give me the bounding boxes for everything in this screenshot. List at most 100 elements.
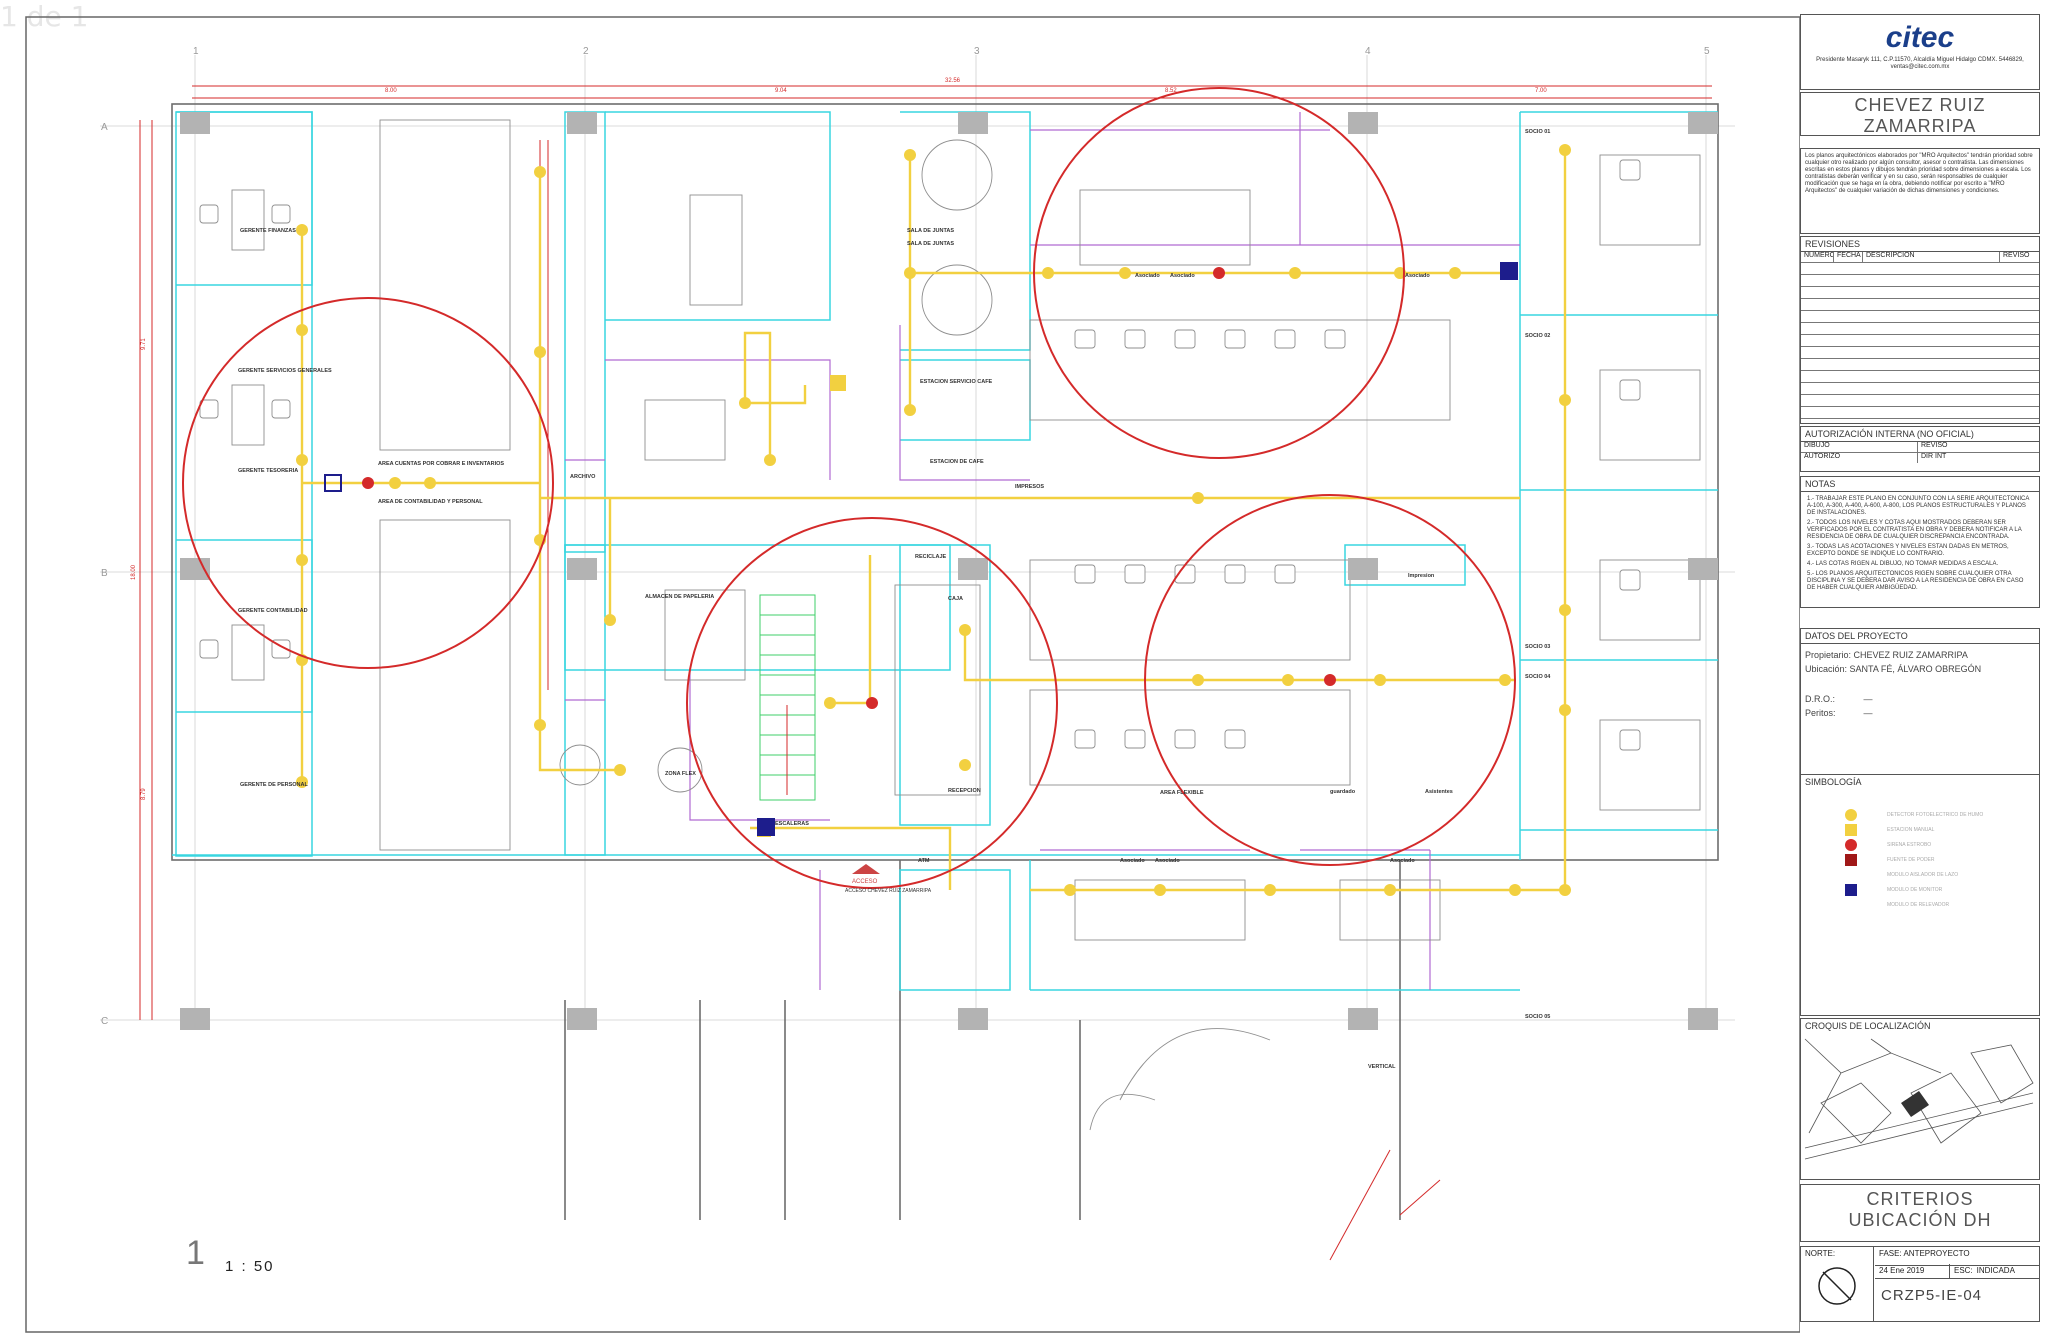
room-label: Impresion [1408, 573, 1435, 579]
axis-left-label: B [101, 568, 108, 579]
axis-top-label: 1 [193, 46, 199, 57]
access-marker: ACCESO ACCESO CHEVEZ RUIZ ZAMARRIPA [845, 864, 932, 894]
autorizacion-row: AUTORIZO DIR INT [1801, 453, 2039, 463]
ubicacion-label: Ubicación: [1805, 664, 1848, 674]
client-name-1: CHEVEZ RUIZ [1854, 95, 1986, 115]
legend-label: MODULO DE MONITOR [1887, 886, 1943, 893]
notas-list: 1.- TRABAJAR ESTE PLANO EN CONJUNTO CON … [1801, 492, 2039, 596]
croquis-title: CROQUIS DE LOCALIZACIÓN [1805, 1021, 1931, 1031]
esc-label: ESC: [1954, 1266, 1973, 1275]
room-label: GERENTE CONTABILIDAD [238, 608, 308, 614]
room-label: guardado [1330, 789, 1356, 795]
propietario-line: Propietario: CHEVEZ RUIZ ZAMARRIPA [1801, 644, 2039, 662]
revisions-empty-rows [1801, 263, 2039, 423]
structural-columns [180, 112, 1718, 1030]
room-label: AREA CUENTAS POR COBRAR E INVENTARIOS [378, 461, 504, 467]
autorizacion-row: DIBUJO REVISO [1801, 442, 2039, 453]
access-sublabel: ACCESO CHEVEZ RUIZ ZAMARRIPA [845, 888, 932, 894]
client-box: CHEVEZ RUIZ ZAMARRIPA [1800, 92, 2040, 136]
room-label: SOCIO 05 [1525, 1014, 1550, 1020]
room-label: Asistentes [1425, 789, 1453, 795]
strobe-sirens[interactable] [362, 267, 1336, 709]
legend-item: ESTACION MANUAL [1801, 822, 2039, 837]
company-address: Presidente Masaryk 111, C.P.11570, Alcal… [1816, 57, 2024, 70]
room-label: ESTACION SERVICIO CAFE [920, 379, 993, 385]
autorizacion-title: AUTORIZACIÓN INTERNA (NO OFICIAL) [1801, 427, 2039, 442]
revisions-title: REVISIONES [1801, 237, 2039, 252]
room-label: Asociado [1155, 858, 1180, 864]
room-label: Asociado [1390, 858, 1415, 864]
logo-box: citec Presidente Masaryk 111, C.P.11570,… [1800, 14, 2040, 90]
room-label: GERENTE FINANZAS [240, 228, 296, 234]
autorizacion-box: AUTORIZACIÓN INTERNA (NO OFICIAL) DIBUJO… [1800, 426, 2040, 472]
axis-top-label: 5 [1704, 46, 1710, 57]
notas-title: NOTAS [1801, 477, 2039, 492]
legend-item: SIRENA ESTROBO [1801, 837, 2039, 852]
nota-item: 4.- LAS COTAS RIGEN AL DIBUJO, NO TOMAR … [1807, 561, 1999, 567]
legend-label: SIRENA ESTROBO [1887, 841, 1932, 848]
revisions-col-descripcion: DESCRIPCION [1863, 252, 2000, 262]
scale-label: 1 : 50 [225, 1258, 275, 1275]
dim-top: 9.04 [775, 88, 787, 94]
nota-item: 2.- TODOS LOS NIVELES Y COTAS AQUI MOSTR… [1807, 520, 2022, 540]
propietario-label: Propietario: [1805, 650, 1852, 660]
proyecto-box: DATOS DEL PROYECTO Propietario: CHEVEZ R… [1800, 628, 2040, 780]
fase-row: FASE: ANTEPROYECTO [1875, 1247, 2039, 1266]
norte-label: NORTE: [1805, 1249, 1836, 1258]
room-label: ALMACEN DE PAPELERIA [645, 594, 714, 600]
axis-top-label: 2 [583, 46, 589, 57]
room-label: Asociado [1170, 273, 1195, 279]
access-label: ACCESO [852, 879, 878, 885]
room-labels: GERENTE FINANZAS GERENTE SERVICIOS GENER… [238, 129, 1551, 1070]
floor-plan[interactable]: 1 2 3 4 5 A B C 8.00 9.04 8.52 7.00 32.5… [0, 0, 1800, 1336]
legend-label: ESTACION MANUAL [1887, 826, 1935, 833]
room-label: SOCIO 04 [1525, 674, 1551, 680]
legend-label: MODULO DE RELEVADOR [1887, 901, 1950, 908]
dim-top: 7.00 [1535, 88, 1547, 94]
axis-left-label: C [101, 1016, 108, 1027]
room-label: GERENTE SERVICIOS GENERALES [238, 368, 332, 374]
relay-module-icon [1845, 899, 1857, 911]
nota-item: 5.- LOS PLANOS ARQUITECTONICOS RIGEN SOB… [1807, 571, 2024, 591]
room-label: SALA DE JUNTAS [907, 228, 954, 234]
fase-value: ANTEPROYECTO [1903, 1249, 1970, 1258]
revisions-box: REVISIONES NUMERO FECHA DESCRIPCION REVI… [1800, 236, 2040, 424]
drawing-title-box: CRITERIOS UBICACIÓN DH [1800, 1184, 2040, 1242]
room-label: AREA DE CONTABILIDAD Y PERSONAL [378, 499, 483, 505]
location-sketch [1804, 1038, 2034, 1160]
room-label: SOCIO 02 [1525, 333, 1550, 339]
dro-value: — [1863, 694, 1873, 704]
monitor-modules[interactable] [324, 262, 1518, 836]
room-label: ZONA FLEX [665, 771, 696, 777]
dim-top: 8.52 [1165, 88, 1177, 94]
coverage-radius[interactable] [182, 87, 1516, 889]
room-label: Asociado [1135, 273, 1160, 279]
citec-logo: citec [1885, 21, 1955, 54]
sheet-info-box: NORTE: FASE: ANTEPROYECTO 24 Ene 2019 ES… [1800, 1246, 2040, 1322]
dimension-lines [139, 85, 1712, 1020]
isolator-module-icon [1845, 869, 1857, 881]
dim-top: 8.00 [385, 88, 397, 94]
legend-item: FUENTE DE PODER [1801, 852, 2039, 867]
nota-item: 1.- TRABAJAR ESTE PLANO EN CONJUNTO CON … [1807, 496, 2030, 516]
peritos-line: Peritos: — [1801, 706, 2039, 720]
proyecto-title: DATOS DEL PROYECTO [1801, 629, 2039, 644]
dim-left: 9.71 [141, 338, 147, 350]
scale-mark: 1 [186, 1234, 205, 1272]
room-label: SALA DE JUNTAS [907, 241, 954, 247]
dim-left: 8.79 [141, 788, 147, 800]
manual-station-icon [1845, 823, 1857, 836]
room-label: IMPRESOS [1015, 484, 1044, 490]
autorizacion-autorizo: AUTORIZO [1801, 453, 1918, 463]
axis-lines [100, 55, 1735, 1021]
revisions-header-row: NUMERO FECHA DESCRIPCION REVISO [1801, 252, 2039, 263]
disclaimer-text: Los planos arquitectónicos elaborados po… [1805, 153, 2033, 194]
drawing-title-1: CRITERIOS [1866, 1189, 1974, 1209]
north-cell: NORTE: [1801, 1247, 1874, 1321]
title-block: citec Presidente Masaryk 111, C.P.11570,… [1800, 14, 2040, 1322]
nota-item: 3.- TODAS LAS ACOTACIONES Y NIVELES ESTA… [1807, 544, 2009, 557]
autorizacion-dir: DIR INT [1921, 453, 1947, 460]
strobe-siren-icon [1845, 838, 1857, 851]
room-label: SOCIO 01 [1525, 129, 1550, 135]
axis-top-label: 3 [974, 46, 980, 57]
